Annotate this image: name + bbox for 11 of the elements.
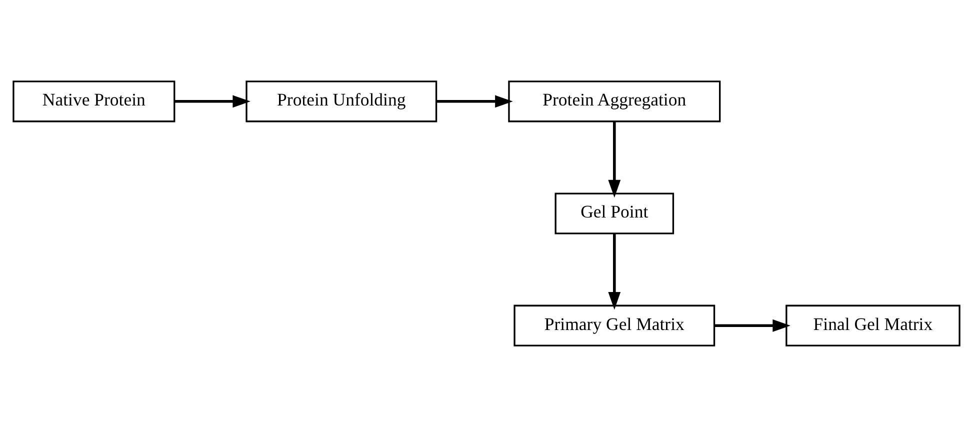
node-box: Protein Aggregation (508, 80, 720, 122)
node-box: Protein Unfolding (245, 80, 437, 122)
node-box: Gel Point (554, 192, 674, 234)
arrow (174, 95, 250, 108)
node-box: Primary Gel Matrix (513, 304, 715, 346)
arrow (714, 319, 790, 332)
arrow (436, 95, 512, 108)
node-box: Final Gel Matrix (785, 304, 960, 346)
node-box: Native Protein (12, 80, 175, 122)
arrow (608, 122, 620, 198)
arrow (608, 234, 620, 310)
